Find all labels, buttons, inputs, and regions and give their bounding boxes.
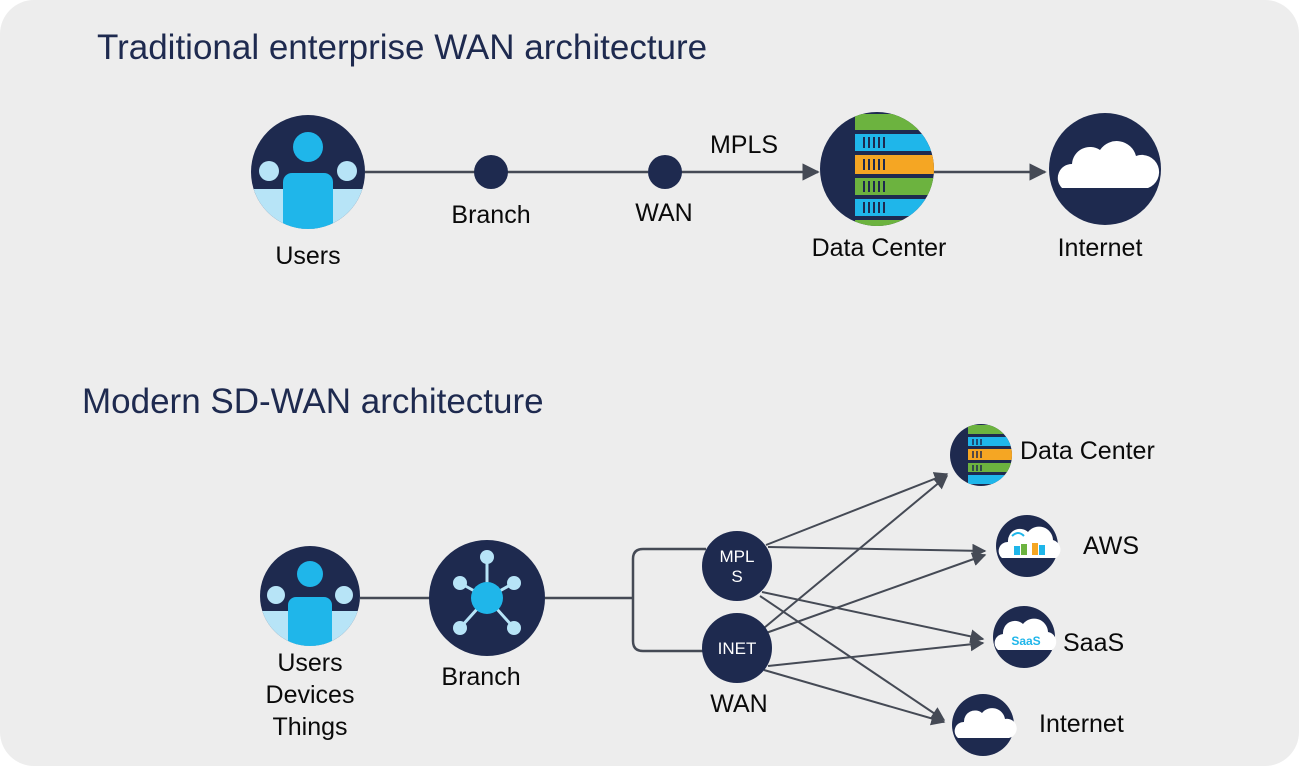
modern-branch-label: Branch <box>441 663 521 691</box>
mpls-node-label: MPL S <box>707 547 767 587</box>
saas-icon-text: SaaS <box>1011 634 1040 648</box>
aws-cloud-icon <box>996 515 1061 577</box>
things-line: Things <box>272 713 348 741</box>
users-label: Users <box>275 242 341 270</box>
inet-node-label: INET <box>717 639 757 658</box>
modern-title: Modern SD-WAN architecture <box>82 382 544 421</box>
dest-saas-label: SaaS <box>1063 629 1125 657</box>
wan-node-dot <box>648 155 682 189</box>
server-rack-icon <box>820 112 934 226</box>
mpls-label: MPLS <box>709 131 779 159</box>
users-icon <box>251 115 365 229</box>
users-devices-things-icon <box>260 546 360 646</box>
branch-hub-icon <box>429 540 545 656</box>
internet-label: Internet <box>1057 234 1143 262</box>
users-devices-things-label: Users Devices Things <box>240 647 380 743</box>
mpls-node-line-2: S <box>731 567 743 586</box>
modern-connectors <box>360 547 706 653</box>
dest-internet-label: Internet <box>1039 710 1124 738</box>
modern-route-arrows <box>759 472 987 726</box>
devices-line: Devices <box>265 681 355 709</box>
branch-label: Branch <box>451 201 531 229</box>
branch-node-dot <box>474 155 508 189</box>
saas-cloud-icon: SaaS <box>993 606 1057 668</box>
users-line: Users <box>277 649 343 677</box>
dest-datacenter-label: Data Center <box>1020 437 1155 465</box>
dest-aws-label: AWS <box>1083 532 1140 560</box>
traditional-title: Traditional enterprise WAN architecture <box>97 28 708 67</box>
internet-cloud-icon <box>952 694 1017 756</box>
mpls-node-line-1: MPL <box>719 547 755 566</box>
mpls-node <box>702 531 772 601</box>
wan-label: WAN <box>635 199 693 227</box>
cloud-icon <box>1049 113 1161 225</box>
inet-node <box>702 613 772 683</box>
datacenter-label: Data Center <box>811 234 947 262</box>
modern-wan-label: WAN <box>710 690 768 718</box>
server-rack-icon-small <box>950 424 1012 486</box>
